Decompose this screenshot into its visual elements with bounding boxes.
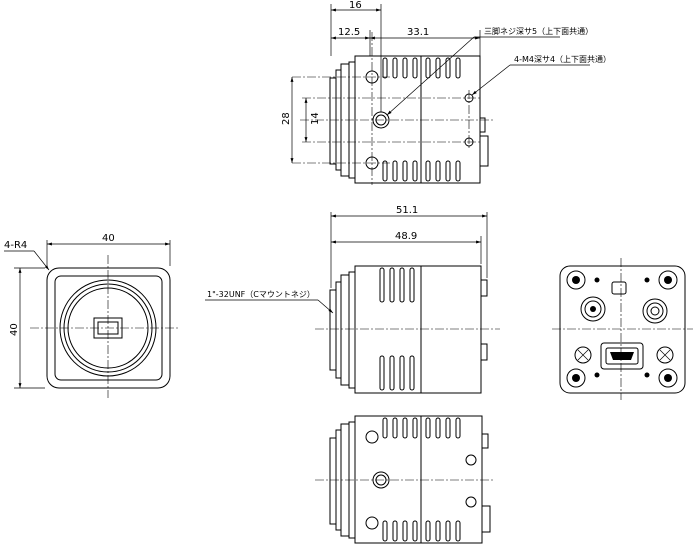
dim-top-hole-pitch: 14 xyxy=(310,112,321,125)
side-view: 51.1 48.9 1"-32UNF（Cマウントネジ） xyxy=(205,205,500,394)
dim-top-height: 28 xyxy=(281,112,292,125)
dim-top-body: 33.1 xyxy=(407,27,429,38)
top-view-fins-lower xyxy=(382,160,461,182)
note-tripod-thread: 三脚ネジ深サ5（上下面共通） xyxy=(484,26,593,36)
dim-top-total: 16 xyxy=(349,0,362,11)
bottom-view xyxy=(315,415,495,544)
note-mount-thread: 1"-32UNF（Cマウントネジ） xyxy=(207,290,315,299)
rear-view xyxy=(552,258,693,400)
dim-front-corner: 4-R4 xyxy=(4,240,27,251)
dim-side-body: 48.9 xyxy=(395,231,417,242)
top-view: 16 12.5 33.1 28 14 三脚ネジ深サ5（上下面共通） 4-M4深サ… xyxy=(281,0,611,185)
top-view-fins-upper xyxy=(382,57,461,79)
dim-front-width: 40 xyxy=(102,233,115,244)
bottom-view-fins-upper xyxy=(382,417,461,439)
rear-corner-screws xyxy=(566,270,678,388)
front-view: 40 40 4-R4 xyxy=(4,233,180,398)
dim-top-flange: 12.5 xyxy=(338,27,360,38)
side-view-fins-lower xyxy=(379,355,415,391)
side-view-fins-upper xyxy=(379,267,415,303)
bottom-view-fins-lower xyxy=(382,520,461,542)
dim-front-height: 40 xyxy=(9,323,20,336)
note-m4-thread: 4-M4深サ4（上下面共通） xyxy=(514,54,611,64)
dim-side-total: 51.1 xyxy=(396,205,418,216)
